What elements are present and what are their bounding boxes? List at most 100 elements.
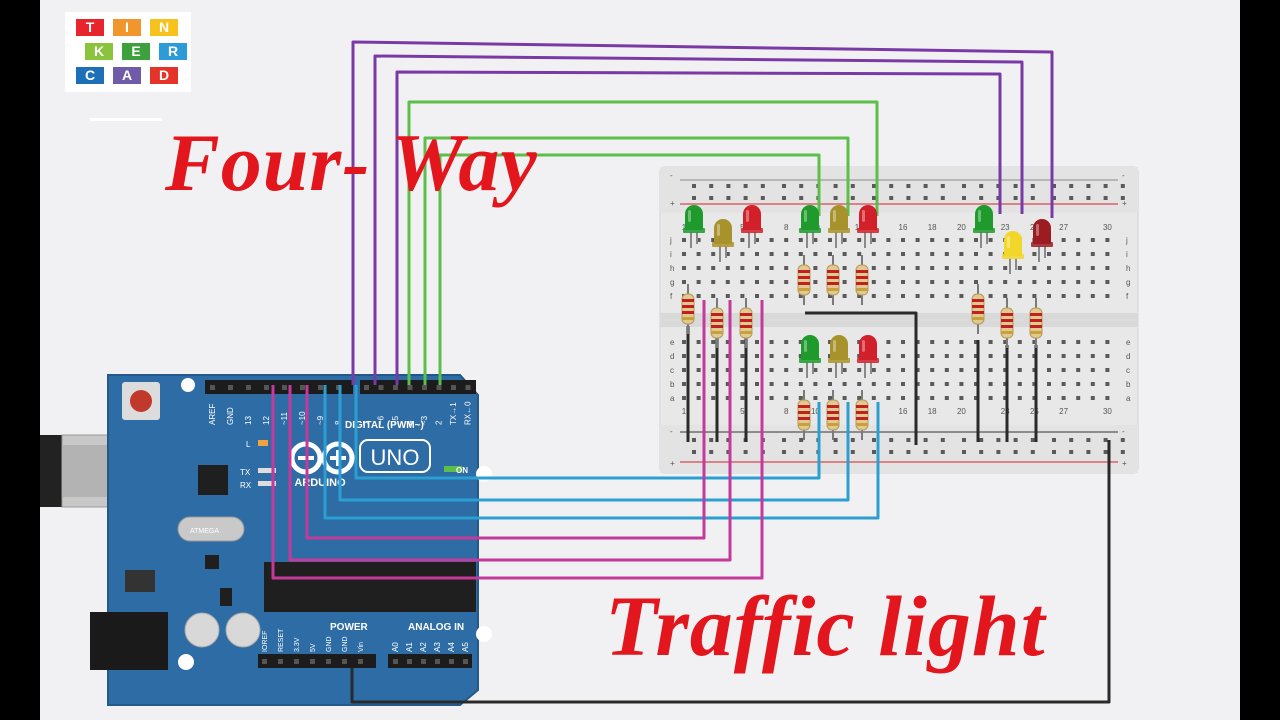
breadboard-hole [711, 368, 716, 372]
wire [407, 100, 879, 385]
breadboard-row-letter: i [1126, 250, 1128, 259]
resistor-band [798, 411, 810, 414]
breadboard-hole [1090, 266, 1095, 270]
breadboard-hole [1120, 196, 1125, 200]
headline-bottom: Traffic light [605, 578, 1046, 674]
header-pin [407, 659, 412, 664]
breadboard-hole [711, 354, 716, 358]
breadboard-column-number: 1 [682, 223, 687, 232]
breadboard-hole [988, 354, 993, 358]
resistor-band [711, 313, 723, 316]
breadboard-hole [959, 294, 964, 298]
breadboard-hole [725, 382, 730, 386]
resistor-band [856, 411, 868, 414]
breadboard-hole [1120, 438, 1125, 442]
breadboard-hole [682, 340, 686, 344]
breadboard-hole [915, 396, 920, 400]
breadboard-hole [872, 438, 876, 442]
breadboard-hole [1120, 184, 1125, 188]
breadboard-hole [1003, 354, 1008, 358]
breadboard-hole [1090, 238, 1095, 242]
breadboard-hole [872, 196, 876, 200]
breadboard-hole [709, 438, 714, 442]
breadboard-column-number: 16 [899, 223, 908, 232]
breadboard-hole [828, 382, 832, 386]
breadboard-hole [1061, 396, 1066, 400]
led [975, 205, 993, 230]
header-pin [435, 659, 440, 664]
breadboard-hole [1052, 438, 1056, 442]
digital-pin-label: 4 [406, 420, 415, 425]
breadboard-hole [1061, 238, 1066, 242]
breadboard-hole [842, 382, 847, 386]
breadboard-row-letter: c [1126, 366, 1130, 375]
breadboard-hole [930, 382, 935, 386]
breadboard-hole [696, 280, 701, 284]
led [1033, 219, 1051, 244]
breadboard-hole [833, 438, 838, 442]
breadboard-row-letter: a [1126, 394, 1131, 403]
digital-pin-label: ~6 [377, 415, 386, 425]
breadboard-hole [755, 396, 759, 400]
resistor-band [1030, 319, 1042, 322]
breadboard-hole [1017, 280, 1022, 284]
breadboard-hole [799, 184, 804, 188]
header-pin [264, 385, 269, 390]
breadboard-hole [915, 382, 920, 386]
rail-plus-sign: + [670, 199, 675, 208]
power-label: POWER [330, 622, 369, 633]
breadboard-hole [784, 340, 789, 344]
power-pin-label: GND [342, 636, 349, 652]
breadboard-hole [1090, 382, 1095, 386]
breadboard-hole [755, 368, 759, 372]
rail-plus-sign: + [670, 459, 675, 468]
breadboard-row-letter: h [1126, 264, 1130, 273]
resistor-band [740, 319, 752, 322]
breadboard-hole [740, 354, 745, 358]
digital-pin-label: TX→1 [449, 402, 458, 425]
breadboard-hole [1030, 184, 1035, 188]
resistor-band [798, 282, 810, 285]
wire [373, 54, 1024, 385]
digital-pin-label: ~11 [280, 411, 289, 425]
power-jack [90, 612, 168, 670]
breadboard-row-letter: j [1125, 236, 1128, 245]
breadboard-hole [755, 294, 759, 298]
breadboard-hole [901, 382, 905, 386]
breadboard-hole [901, 354, 905, 358]
power-pin-label: 3.3V [294, 637, 301, 652]
wire [354, 385, 821, 480]
breadboard-hole [940, 450, 945, 454]
resistor-band [827, 423, 839, 426]
breadboard-hole [1076, 266, 1081, 270]
power-pin-label: 5V [310, 643, 317, 652]
breadboard-hole [740, 280, 745, 284]
breadboard-hole [784, 382, 789, 386]
l-led-label: L [246, 440, 251, 449]
breadboard-hole [889, 196, 894, 200]
breadboard-hole [944, 238, 949, 242]
breadboard-hole [959, 354, 964, 358]
breadboard-hole [743, 184, 748, 188]
breadboard-column-number: 27 [1059, 407, 1068, 416]
breadboard-hole [871, 238, 876, 242]
breadboard-hole [871, 280, 876, 284]
wire [395, 70, 1002, 385]
breadboard-hole [944, 252, 949, 256]
breadboard-hole [988, 368, 993, 372]
breadboard-hole [740, 382, 745, 386]
breadboard-hole [1061, 294, 1066, 298]
breadboard-hole [1030, 196, 1035, 200]
breadboard-hole [1103, 450, 1108, 454]
breadboard-hole [886, 294, 891, 298]
breadboard-hole [996, 196, 1001, 200]
breadboard-hole [871, 382, 876, 386]
analog-header [388, 654, 472, 668]
breadboard-hole [784, 280, 789, 284]
breadboard-hole [1086, 438, 1091, 442]
logo-underline [90, 118, 162, 121]
breadboard-hole [682, 396, 686, 400]
breadboard-hole [1017, 382, 1022, 386]
on-led-label: ON [456, 466, 468, 475]
header-pin [422, 385, 427, 390]
